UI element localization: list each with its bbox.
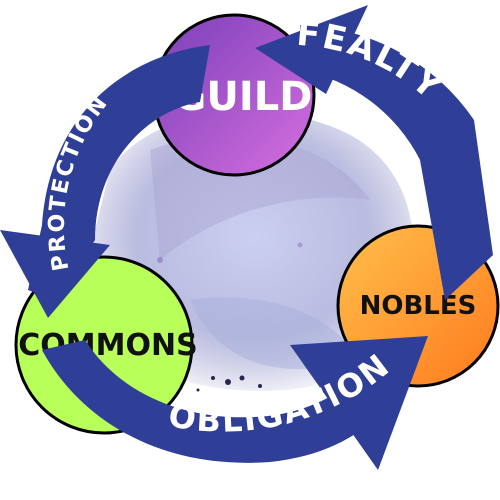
fealty-arrowhead: [255, 5, 368, 94]
commons-label: COMMONS: [18, 328, 197, 363]
protection-arrowhead: [0, 230, 110, 318]
obligation-arrowhead: [290, 336, 428, 470]
fealty-arrow-body: [300, 25, 493, 300]
obligation-arrow-body: [42, 340, 395, 463]
nobles-label: NOBLES: [360, 291, 477, 321]
protection-arrow-body: [28, 45, 210, 300]
